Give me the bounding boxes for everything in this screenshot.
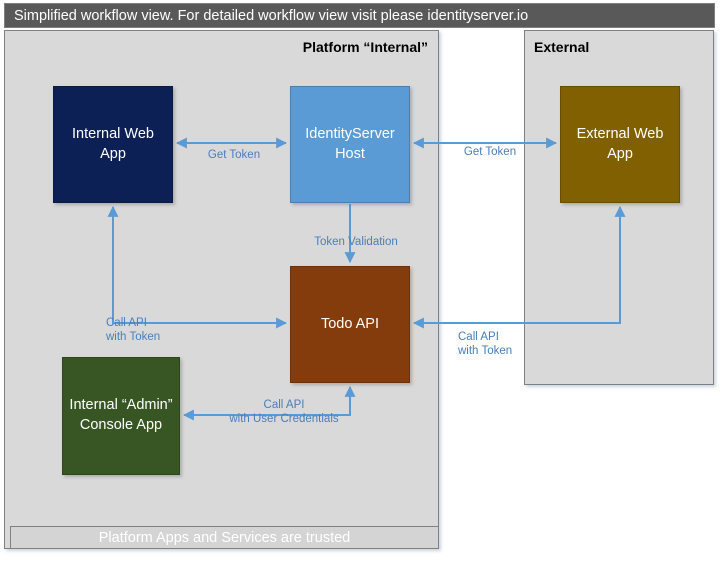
edge-label-call-api-with-user-credentials: Call API with User Credentials (214, 398, 354, 427)
node-identityserver-host-label: IdentityServer Host (305, 125, 395, 162)
edge-label-line1: Call API (458, 331, 499, 343)
edge-label-line2: with User Credentials (229, 413, 339, 426)
edge-label-line1: Call API (263, 399, 305, 411)
node-external-web-app-label: External Web App (576, 125, 664, 162)
external-panel-title: External (534, 39, 590, 55)
edge-label-call-api-with-token-internal: Call API with Token (106, 316, 186, 345)
platform-internal-panel-title: Platform “Internal” (302, 39, 428, 55)
edge-label-line2: with Token (106, 331, 161, 344)
node-internal-admin-console-app-label: Internal “Admin” Console App (69, 397, 173, 433)
edge-label-get-token-external: Get Token (463, 146, 517, 158)
node-internal-web-app[interactable]: Internal Web App (53, 86, 173, 203)
platform-trust-banner: Platform Apps and Services are trusted (10, 526, 439, 549)
edge-label-token-validation: Token Validation (314, 236, 398, 248)
node-todo-api-label: Todo API (320, 315, 380, 332)
node-internal-admin-console-app[interactable]: Internal “Admin” Console App (62, 357, 180, 475)
node-external-web-app[interactable]: External Web App (560, 86, 680, 203)
diagram-title-text: Simplified workflow view. For detailed w… (14, 7, 529, 24)
edge-label-line2: with Token (458, 345, 513, 358)
node-internal-web-app-label: Internal Web App (72, 125, 154, 162)
edge-label-call-api-with-token-external: Call API with Token (458, 330, 548, 359)
edge-label-get-token-internal: Get Token (207, 149, 261, 161)
diagram-title-bar: Simplified workflow view. For detailed w… (4, 3, 715, 28)
node-identityserver-host[interactable]: IdentityServer Host (290, 86, 410, 203)
edge-label-line1: Call API (106, 317, 147, 329)
node-todo-api[interactable]: Todo API (290, 266, 410, 383)
external-panel: External (524, 30, 714, 385)
